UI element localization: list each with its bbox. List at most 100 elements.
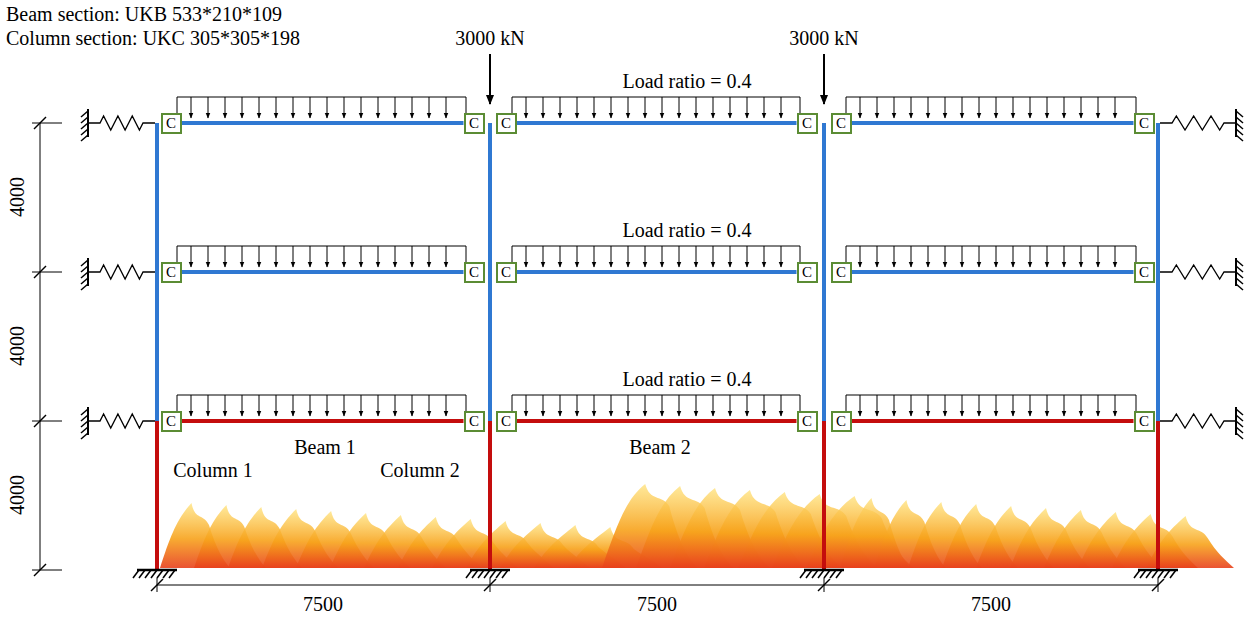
udl-arrow [877, 97, 878, 118]
column-member [822, 123, 826, 421]
udl-arrow [526, 246, 527, 267]
udl-arrow [1115, 246, 1116, 267]
connection-box: C [831, 411, 852, 432]
annotation-label: 7500 [303, 593, 343, 615]
supports [81, 109, 1243, 578]
udl-arrow [446, 97, 447, 118]
connection-label: C [1139, 116, 1149, 131]
udl-arrow [560, 246, 561, 267]
udl-arrow [543, 246, 544, 267]
udl-arrow [628, 246, 629, 267]
udl-arrow [361, 395, 362, 416]
wall-hatch [1236, 421, 1243, 427]
connection-label: C [501, 265, 511, 280]
support-hatch [145, 570, 151, 578]
dimensions [32, 117, 1164, 592]
udl-arrow [361, 97, 362, 118]
support-hatch [496, 570, 502, 578]
connection-label: C [1139, 265, 1149, 280]
beam-member [852, 270, 1134, 274]
wall-hatch [1236, 415, 1243, 421]
connection-box: C [161, 411, 182, 432]
udl-arrow [679, 97, 680, 118]
udl-arrow [1030, 395, 1031, 416]
udl-arrow [412, 246, 413, 267]
udl-arrow [361, 246, 362, 267]
udl-arrow [577, 97, 578, 118]
udl-arrow [378, 395, 379, 416]
udl-arrow [395, 246, 396, 267]
udl-arrow [225, 246, 226, 267]
wall-hatch [81, 278, 88, 284]
udl-arrow [645, 246, 646, 267]
udl-arrow [730, 395, 731, 416]
udl-arrow [860, 395, 861, 416]
dimension-line [32, 421, 62, 422]
udl-arrow [679, 395, 680, 416]
udl-arrow [860, 246, 861, 267]
udl-arrow [979, 395, 980, 416]
wall-hatch [81, 129, 88, 135]
udl-arrow [860, 97, 861, 118]
support-hatch [1140, 570, 1146, 578]
support-hatch [806, 570, 812, 578]
udl-arrow [764, 395, 765, 416]
udl-arrow [1013, 97, 1014, 118]
connection-box: C [496, 411, 517, 432]
dimension-line [32, 272, 62, 273]
column-member [488, 421, 492, 570]
wall-hatch [81, 284, 88, 290]
connection-label: C [836, 265, 846, 280]
annotation-label: Column 1 [173, 459, 252, 481]
connection-box: C [1134, 113, 1155, 134]
loads [177, 54, 1136, 416]
wall-hatch [81, 421, 88, 427]
support-hatch [1134, 570, 1140, 578]
udl-arrow [996, 395, 997, 416]
support-hatch [812, 570, 818, 578]
connection-label: C [802, 116, 812, 131]
column-member [155, 123, 159, 421]
connection-box: C [1134, 411, 1155, 432]
annotation-label: Beam section: UKB 533*210*109 [6, 3, 282, 25]
wall-hatch [1236, 409, 1243, 415]
udl-arrow [764, 246, 765, 267]
udl-arrow [344, 395, 345, 416]
udl-arrow [560, 395, 561, 416]
wall-hatch [81, 272, 88, 278]
support-hatch [818, 570, 824, 578]
dimension-line [34, 117, 46, 129]
udl-arrow [962, 395, 963, 416]
dimension-line [818, 579, 830, 591]
udl-arrow [225, 97, 226, 118]
wall-hatch [81, 433, 88, 439]
column-member [155, 421, 159, 570]
connection-box: C [797, 262, 818, 283]
support-hatch [163, 570, 169, 578]
udl-arrow [526, 395, 527, 416]
udl-arrow [979, 246, 980, 267]
frame-members [157, 123, 1158, 570]
udl-arrow [696, 246, 697, 267]
udl-arrow [928, 246, 929, 267]
udl-arrow [594, 97, 595, 118]
udl-arrow [628, 97, 629, 118]
udl-arrow [429, 395, 430, 416]
udl-arrow [395, 97, 396, 118]
udl-arrow [894, 246, 895, 267]
support-hatch [830, 570, 836, 578]
dimension-line [32, 123, 62, 124]
support-hatch [139, 570, 145, 578]
support-hatch [1152, 570, 1158, 578]
connection-box: C [161, 113, 182, 134]
udl-arrow [310, 246, 311, 267]
udl-arrow [747, 97, 748, 118]
udl-arrow [1047, 246, 1048, 267]
annotation-label: 7500 [637, 593, 677, 615]
udl-arrow [208, 395, 209, 416]
udl-outline [512, 395, 800, 413]
fire [160, 484, 1234, 568]
wall-hatch [1236, 260, 1243, 266]
wall-hatch [1236, 266, 1243, 272]
column-member [488, 123, 492, 421]
